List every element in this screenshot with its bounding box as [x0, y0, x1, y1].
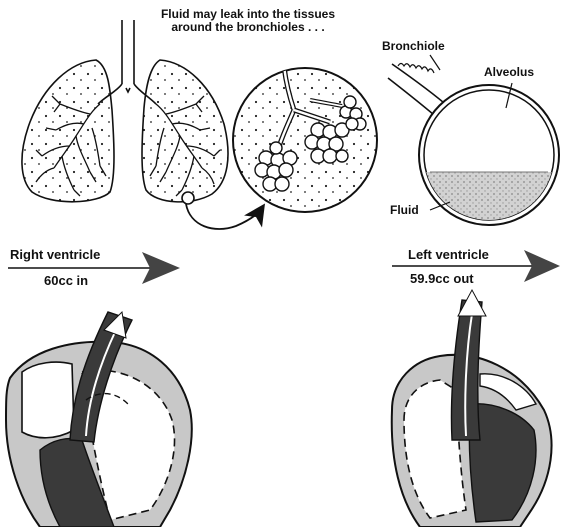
caption: Fluid may leak into the tissues around t… — [138, 8, 358, 34]
fluid-label: Fluid — [390, 204, 419, 217]
right-lung — [142, 60, 228, 202]
magnify-arrow — [186, 204, 262, 229]
heart-right-ventricle — [6, 312, 192, 527]
alveolus-label: Alveolus — [484, 66, 534, 79]
right-ventricle-volume: 60cc in — [44, 274, 88, 288]
lungs-illustration — [22, 20, 228, 204]
caption-line-2: around the bronchioles . . . — [138, 21, 358, 34]
left-ventricle-title: Left ventricle — [408, 248, 489, 262]
heart-left-ventricle — [392, 290, 552, 527]
magnified-bronchiole-view — [233, 66, 377, 212]
bronchiole-label: Bronchiole — [382, 40, 445, 53]
right-ventricle-title: Right ventricle — [10, 248, 100, 262]
left-ventricle-volume: 59.9cc out — [410, 272, 474, 286]
left-lung — [22, 60, 114, 202]
